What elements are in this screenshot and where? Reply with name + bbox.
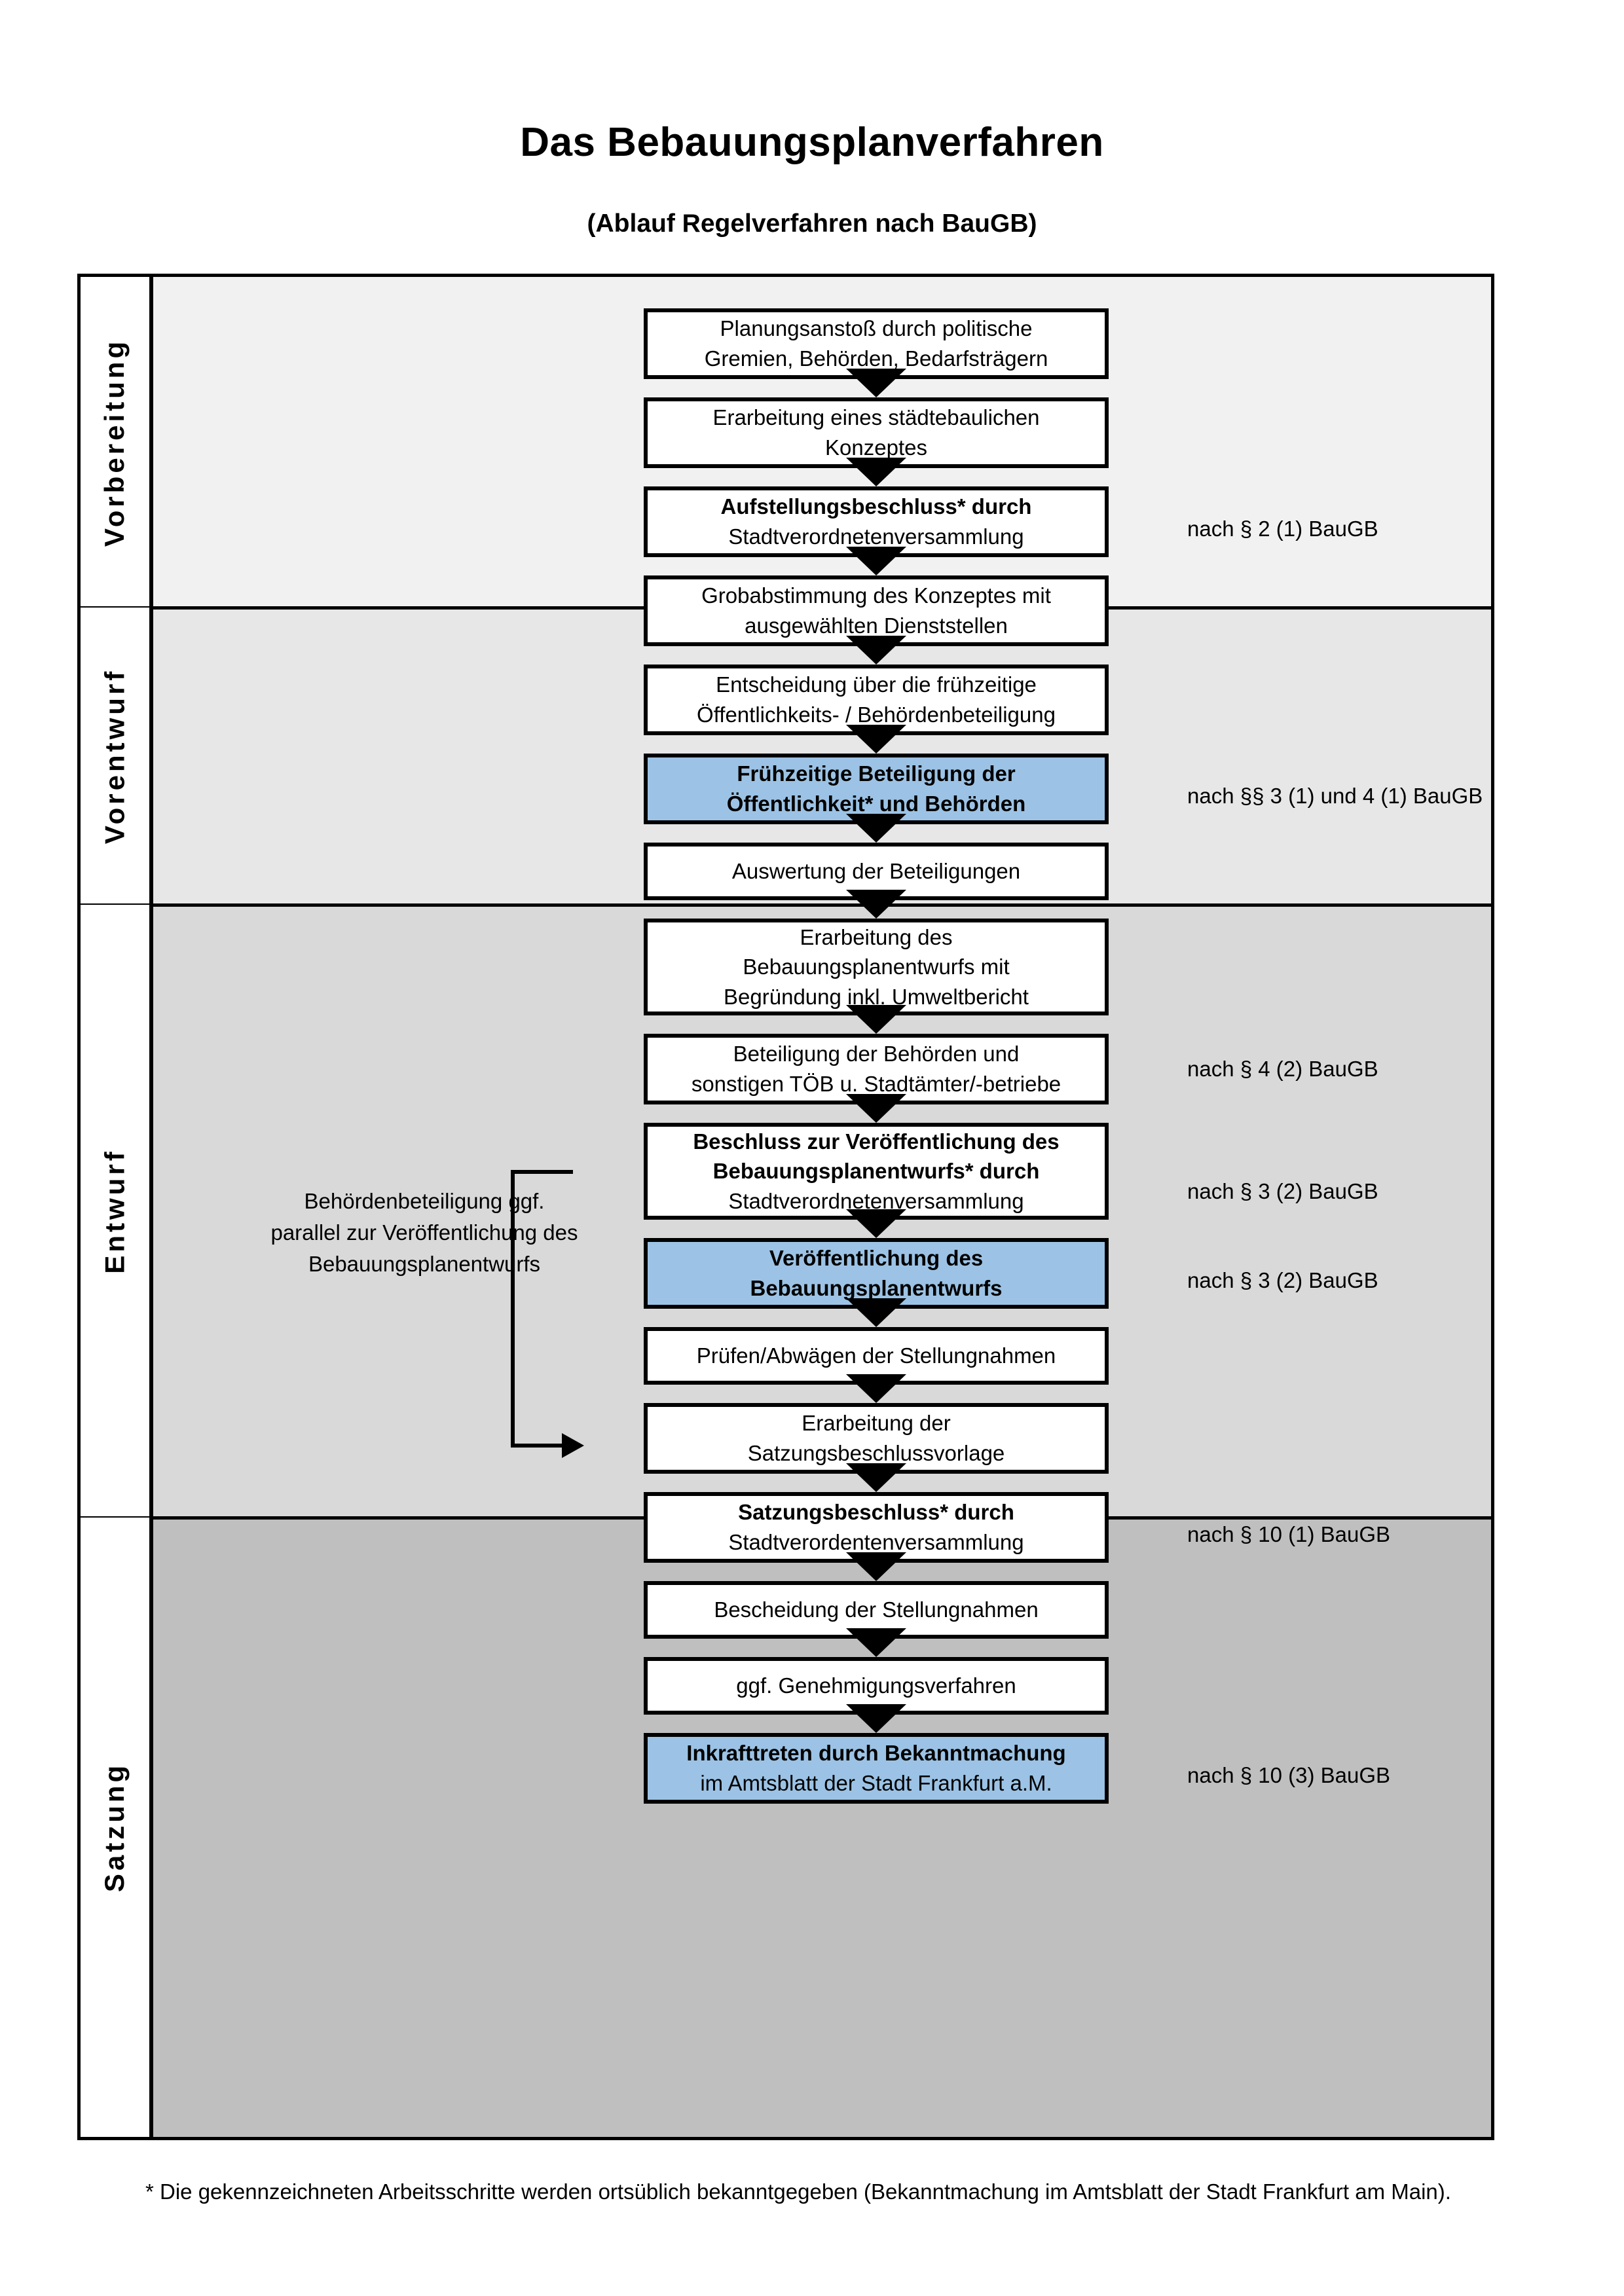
process-box-line: Erarbeitung eines städtebaulichen [712, 405, 1040, 430]
side-note-paragraph: nach § 10 (3) BauGB [1187, 1763, 1391, 1787]
flow-arrow-icon [846, 636, 906, 665]
left-annotation-line: Bebauungsplanentwurfs [308, 1251, 541, 1276]
process-box-highlighted[interactable]: Veröffentlichung des Bebauungsplanentwur… [644, 1238, 1109, 1309]
flow-arrow-icon [846, 814, 906, 843]
phase-label-text: Vorentwurf [99, 668, 130, 845]
page-title: Das Bebauungsplanverfahren [520, 120, 1104, 165]
phase-label-satzung: Satzung [81, 1518, 149, 2137]
process-box-highlighted[interactable]: Inkrafttreten durch Bekanntmachung im Am… [644, 1733, 1109, 1804]
process-box-line: Stadtverordnetenversammlung [728, 524, 1024, 549]
side-note-paragraph: nach § 3 (2) BauGB [1187, 1179, 1378, 1203]
process-box-line: Stadtverordnetenversammlung [728, 1188, 1024, 1213]
band-separator-2 [81, 903, 1491, 907]
process-box-line: Erarbeitung des [800, 924, 953, 949]
page-subtitle: (Ablauf Regelverfahren nach BauGB) [587, 210, 1037, 238]
process-box[interactable]: Beteiligung der Behörden und sonstigen T… [644, 1034, 1109, 1104]
side-note-paragraph: nach § 2 (1) BauGB [1187, 517, 1378, 541]
process-box-line: Prüfen/Abwägen der Stellungnahmen [696, 1343, 1056, 1368]
phase-label-divider [149, 277, 153, 2137]
flow-arrow-icon [846, 1005, 906, 1034]
process-box-line: im Amtsblatt der Stadt Frankfurt a.M. [700, 1771, 1052, 1795]
flow-arrow-icon [846, 1552, 906, 1581]
process-box-line: Beschluss zur Veröffentlichung des [693, 1129, 1060, 1154]
side-note-paragraph: nach § 10 (1) BauGB [1187, 1522, 1391, 1546]
process-box-line: Inkrafttreten durch Bekanntmachung [686, 1741, 1066, 1766]
flow-arrow-icon [846, 369, 906, 397]
process-box[interactable]: Erarbeitung des Bebauungsplanentwurfs mi… [644, 919, 1109, 1015]
process-box[interactable]: Aufstellungsbeschluss* durch Stadtverord… [644, 486, 1109, 557]
flow-arrow-icon [846, 1298, 906, 1327]
bracket-top-segment [511, 1170, 573, 1174]
process-box-line: Grobabstimmung des Konzeptes mit [701, 583, 1051, 608]
process-box-line: ausgewählten Dienststellen [745, 613, 1008, 638]
process-box-line: Satzungsbeschluss* durch [738, 1500, 1014, 1525]
side-note-paragraph: nach § 3 (2) BauGB [1187, 1268, 1378, 1292]
phase-label-text: Satzung [99, 1762, 130, 1893]
phase-label-vorentwurf: Vorentwurf [81, 608, 149, 905]
process-box-line: Frühzeitige Beteiligung der [737, 761, 1016, 786]
flow-arrow-icon [846, 1463, 906, 1492]
process-box-line: Stadtverordentenversammlung [728, 1530, 1024, 1554]
process-box-line: Gremien, Behörden, Bedarfsträgern [704, 346, 1048, 371]
flow-arrow-icon [846, 1704, 906, 1733]
process-box-line: Begründung inkl. Umweltbericht [724, 984, 1029, 1009]
bracket-arrowhead-icon [562, 1433, 584, 1458]
process-box-line: Bebauungsplanentwurfs* durch [712, 1159, 1040, 1184]
flow-arrow-icon [846, 890, 906, 919]
process-box[interactable]: Bescheidung der Stellungnahmen [644, 1581, 1109, 1639]
flow-arrow-icon [846, 458, 906, 486]
process-box-line: Erarbeitung der [802, 1411, 951, 1436]
phase-label-text: Vorbereitung [99, 338, 130, 547]
process-box-line: sonstigen TÖB u. Stadtämter/-betriebe [691, 1072, 1061, 1096]
flow-arrow-icon [846, 1628, 906, 1657]
flow-arrow-icon [846, 1094, 906, 1123]
process-box-line: ggf. Genehmigungsverfahren [736, 1673, 1016, 1698]
phase-label-vorbereitung: Vorbereitung [81, 277, 149, 608]
process-box[interactable]: Beschluss zur Veröffentlichung des Bebau… [644, 1123, 1109, 1220]
phase-label-text: Entwurf [99, 1148, 130, 1274]
side-note-paragraph: nach §§ 3 (1) und 4 (1) BauGB [1187, 784, 1483, 808]
process-box[interactable]: Grobabstimmung des Konzeptes mit ausgewä… [644, 575, 1109, 646]
footnote-text: * Die gekennzeichneten Arbeitsschritte w… [145, 2179, 1451, 2204]
process-box-line: Satzungsbeschlussvorlage [747, 1441, 1005, 1465]
flow-arrow-icon [846, 725, 906, 754]
flow-arrow-icon [846, 1374, 906, 1403]
process-box-line: Beteiligung der Behörden und [733, 1042, 1020, 1066]
process-box-highlighted[interactable]: Frühzeitige Beteiligung der Öffentlichke… [644, 754, 1109, 824]
left-annotation: Behördenbeteiligung ggf. parallel zur Ve… [270, 1186, 578, 1280]
process-box[interactable]: Planungsanstoß durch politische Gremien,… [644, 308, 1109, 379]
process-box[interactable]: Satzungsbeschluss* durch Stadtverordente… [644, 1492, 1109, 1563]
process-box-line: Entscheidung über die frühzeitige [716, 672, 1037, 697]
process-box-line: Auswertung der Beteiligungen [731, 859, 1021, 884]
flowchart-frame: Vorbereitung Vorentwurf Entwurf Satzung … [77, 274, 1494, 2140]
process-box-line: Öffentlichkeits- / Behördenbeteiligung [697, 702, 1056, 727]
process-box[interactable]: Erarbeitung eines städtebaulichen Konzep… [644, 397, 1109, 468]
bracket-bottom-segment [511, 1444, 564, 1448]
process-box-line: Planungsanstoß durch politische [720, 316, 1033, 341]
process-box-line: Öffentlichkeit* und Behörden [726, 792, 1026, 816]
process-box-line: Bebauungsplanentwurfs [750, 1276, 1003, 1300]
flow-arrow-icon [846, 1209, 906, 1238]
flow-arrow-icon [846, 547, 906, 575]
side-note-paragraph: nach § 4 (2) BauGB [1187, 1057, 1378, 1081]
process-box-line: Veröffentlichung des [769, 1246, 984, 1271]
phase-label-entwurf: Entwurf [81, 905, 149, 1518]
process-box-line: Bescheidung der Stellungnahmen [714, 1597, 1039, 1622]
left-annotation-line: Behördenbeteiligung [304, 1189, 503, 1213]
process-box-line: Konzeptes [825, 435, 927, 460]
bracket-vertical-segment [511, 1170, 515, 1448]
process-box-line: Bebauungsplanentwurfs mit [743, 955, 1010, 979]
process-box-line: Aufstellungsbeschluss* durch [720, 494, 1032, 519]
left-annotation-line: Veröffentlichung des [382, 1220, 578, 1245]
